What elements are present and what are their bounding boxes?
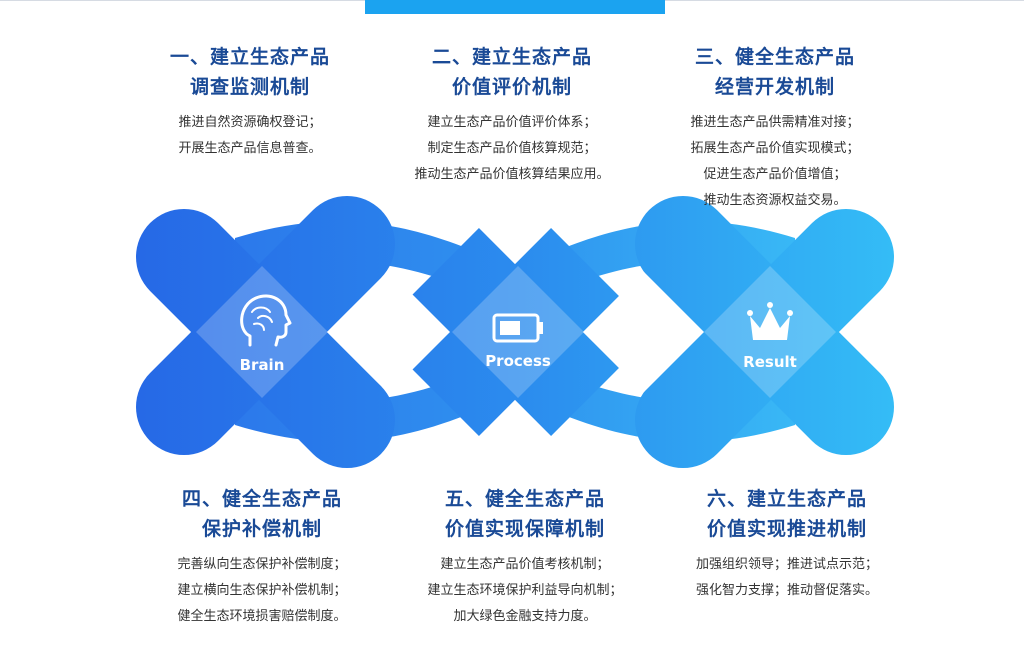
mechanism-block-6: 六、建立生态产品 价值实现推进机制 加强组织领导；推进试点示范； 强化智力支撑；… [637, 484, 937, 604]
block-title-line2: 价值评价机制 [451, 76, 572, 98]
node-label-result: Result [743, 353, 797, 371]
block-title-line2: 经营开发机制 [714, 76, 835, 98]
block-text-line: 建立生态产品价值评价体系； [427, 115, 597, 130]
block-text-line: 健全生态环境损害赔偿制度。 [177, 609, 347, 624]
block-text-line: 推进生态产品供需精准对接； [690, 115, 860, 130]
mechanism-block-2: 二、建立生态产品 价值评价机制 建立生态产品价值评价体系； 制定生态产品价值核算… [362, 42, 662, 188]
block-title-line2: 价值实现保障机制 [444, 518, 605, 540]
block-text-line: 开展生态产品信息普查。 [178, 141, 322, 156]
battery-icon [492, 313, 543, 343]
block-text-line: 推动生态产品价值核算结果应用。 [414, 167, 610, 182]
top-accent-bar [365, 0, 665, 14]
node-label-process: Process [485, 352, 551, 370]
block-title-line1: 五、健全生态产品 [444, 488, 605, 510]
block-text-line: 拓展生态产品价值实现模式； [690, 141, 860, 156]
block-title-line2: 调查监测机制 [189, 76, 310, 98]
block-text-line: 强化智力支撑；推动督促落实。 [695, 583, 878, 598]
block-text-line: 加强组织领导；推进试点示范； [695, 557, 878, 572]
block-text-line: 建立生态环境保护利益导向机制； [427, 583, 623, 598]
gap-diamond-left [330, 272, 450, 392]
block-text-line: 推动生态资源权益交易。 [703, 193, 847, 208]
block-title-line2: 价值实现推进机制 [706, 518, 867, 540]
block-title-line1: 六、建立生态产品 [706, 488, 867, 510]
gap-diamond-right [584, 272, 704, 392]
block-text-line: 建立生态产品价值考核机制； [440, 557, 610, 572]
block-title-line1: 二、建立生态产品 [431, 46, 592, 68]
block-title-line1: 四、健全生态产品 [181, 488, 342, 510]
block-text-line: 完善纵向生态保护补偿制度； [177, 557, 347, 572]
crown-icon [747, 302, 793, 340]
mechanism-block-1: 一、建立生态产品 调查监测机制 推进自然资源确权登记； 开展生态产品信息普查。 [100, 42, 400, 162]
block-text-line: 促进生态产品价值增值； [703, 167, 847, 182]
mechanism-block-3: 三、健全生态产品 经营开发机制 推进生态产品供需精准对接； 拓展生态产品价值实现… [625, 42, 925, 214]
block-text-line: 制定生态产品价值核算规范； [427, 141, 597, 156]
block-text-line: 推进自然资源确权登记； [178, 115, 322, 130]
node-label-brain: Brain [240, 356, 285, 374]
brain-head-icon [240, 294, 292, 347]
block-title-line1: 一、建立生态产品 [169, 46, 330, 68]
block-title-line1: 三、健全生态产品 [694, 46, 855, 68]
band-left-up [136, 196, 395, 455]
block-text-line: 加大绿色金融支持力度。 [453, 609, 597, 624]
block-title-line2: 保护补偿机制 [201, 518, 322, 540]
mechanism-block-4: 四、健全生态产品 保护补偿机制 完善纵向生态保护补偿制度； 建立横向生态保护补偿… [112, 484, 412, 630]
block-text-line: 建立横向生态保护补偿机制； [177, 583, 347, 598]
mechanism-block-5: 五、健全生态产品 价值实现保障机制 建立生态产品价值考核机制； 建立生态环境保护… [375, 484, 675, 630]
node-diamond-brain [196, 266, 328, 398]
